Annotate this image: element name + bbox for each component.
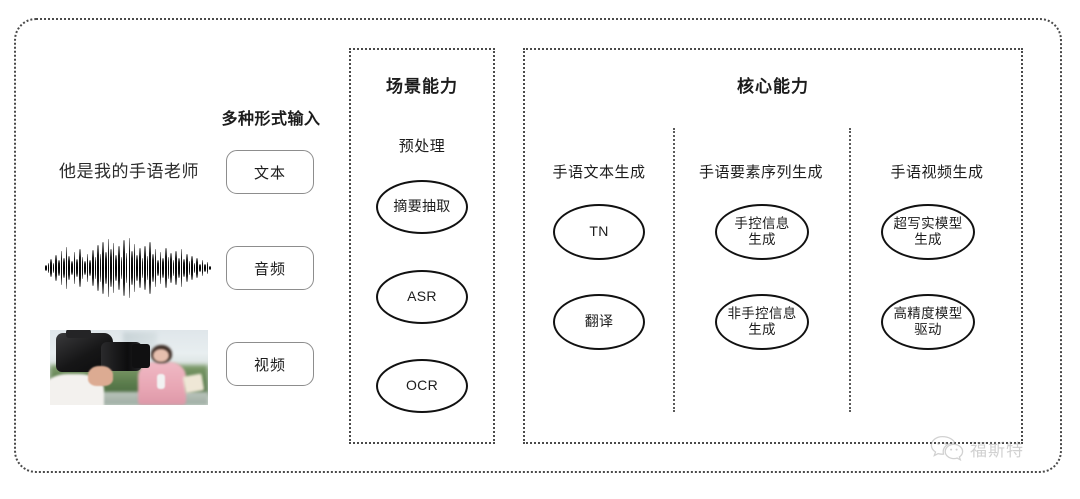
scene-node-asr[interactable]: ASR (376, 270, 468, 324)
audio-waveform (45, 238, 211, 298)
outer-frame (14, 18, 1062, 473)
thumb-hand (87, 366, 114, 386)
thumb-camera-top (65, 330, 92, 338)
core-node-highprecision-model[interactable]: 高精度模型 驱动 (881, 294, 975, 350)
modality-pill-audio[interactable]: 音频 (226, 246, 314, 290)
core-column-heading-text: 手语文本生成 (552, 164, 646, 181)
core-column-heading-elements: 手语要素序列生成 (698, 164, 823, 181)
modality-pill-label: 音频 (253, 260, 286, 278)
scene-capability-title: 场景能力 (386, 77, 458, 96)
node-label-line1: 超写实模型 (893, 215, 963, 231)
thumb-reporter-face (153, 348, 170, 363)
node-label-line2: 驱动 (914, 322, 942, 337)
thumb-notebook (183, 373, 205, 394)
inputs-heading: 多种形式输入 (221, 111, 321, 128)
core-node-photoreal-model[interactable]: 超写实模型 生成 (881, 204, 975, 260)
video-thumbnail (50, 330, 208, 405)
node-label-line2: 生成 (748, 232, 776, 247)
node-label-wrap: 非手控信息 生成 (728, 306, 797, 339)
watermark-text: 福斯特 (970, 440, 1024, 460)
node-label-line1: 手控信息 (734, 215, 790, 231)
node-label: 翻译 (584, 313, 614, 330)
node-label: ASR (407, 288, 437, 305)
node-label-line1: 非手控信息 (727, 305, 797, 321)
node-label-line1: 高精度模型 (893, 305, 963, 321)
wechat-icon (930, 435, 964, 461)
core-node-manual-info[interactable]: 手控信息 生成 (715, 204, 809, 260)
node-label: OCR (405, 377, 438, 394)
sample-sentence-text: 他是我的手语老师 (59, 162, 199, 181)
node-label: 摘要抽取 (393, 198, 451, 215)
scene-capability-section: 场景能力 预处理 摘要抽取 ASR OCR (349, 48, 495, 444)
modality-pill-label: 文本 (253, 164, 286, 182)
scene-node-summary[interactable]: 摘要抽取 (376, 180, 468, 234)
core-node-tn[interactable]: TN (553, 204, 645, 260)
thumb-camera-hood (132, 343, 150, 369)
core-column-divider-1 (673, 128, 675, 412)
node-label-wrap: 手控信息 生成 (734, 216, 789, 249)
watermark: 福斯特 (930, 435, 1024, 461)
scene-node-ocr[interactable]: OCR (376, 359, 468, 413)
node-label-line2: 生成 (914, 232, 942, 247)
node-label: TN (589, 223, 609, 240)
core-column-divider-2 (849, 128, 851, 412)
modality-pill-video[interactable]: 视频 (226, 342, 314, 386)
thumb-microphone (157, 373, 166, 389)
modality-pill-text[interactable]: 文本 (226, 150, 314, 194)
node-label-wrap: 超写实模型 生成 (894, 216, 963, 249)
core-node-nonmanual-info[interactable]: 非手控信息 生成 (715, 294, 809, 350)
modality-pill-label: 视频 (253, 356, 286, 374)
core-capability-section: 核心能力 手语文本生成 TN 翻译 手语要素序列生成 手控信息 生成 非手控信息… (523, 48, 1023, 444)
core-column-heading-video: 手语视频生成 (890, 164, 984, 181)
core-capability-title: 核心能力 (737, 77, 809, 96)
scene-group-label: 预处理 (398, 138, 446, 155)
node-label-line2: 生成 (748, 322, 776, 337)
node-label-wrap: 高精度模型 驱动 (894, 306, 963, 339)
core-node-translation[interactable]: 翻译 (553, 294, 645, 350)
